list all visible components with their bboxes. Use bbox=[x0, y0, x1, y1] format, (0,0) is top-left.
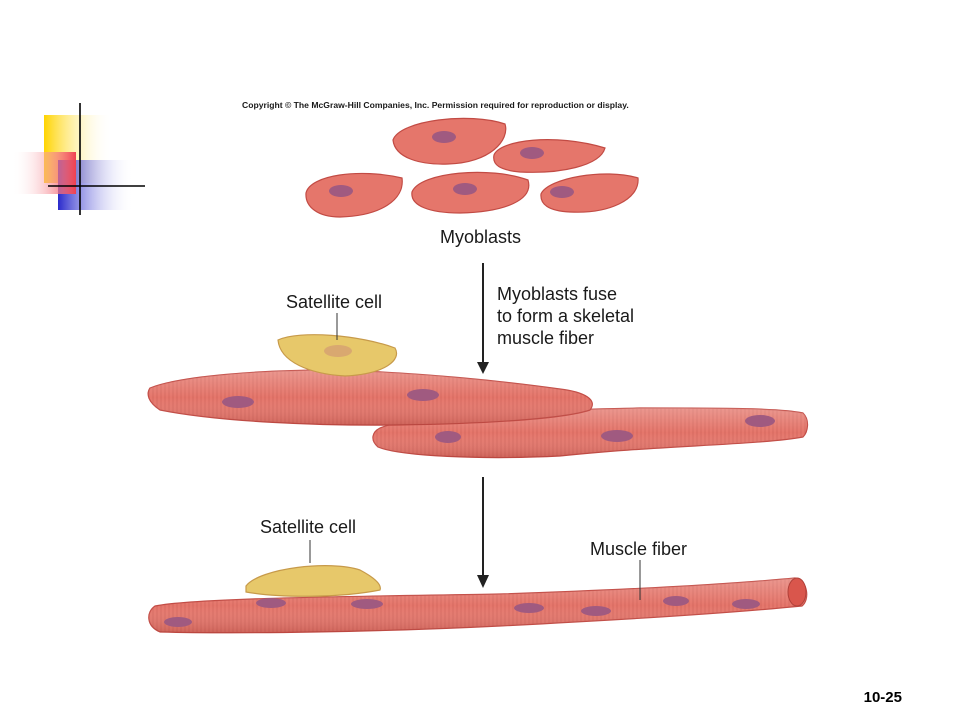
muscle-fiber-label: Muscle fiber bbox=[590, 539, 688, 559]
myoblasts-label: Myoblasts bbox=[440, 227, 522, 247]
copyright-notice: Copyright © The McGraw-Hill Companies, I… bbox=[242, 100, 629, 110]
down-arrow-1 bbox=[477, 263, 489, 374]
nucleus bbox=[601, 430, 633, 442]
nucleus bbox=[164, 617, 192, 627]
nucleus bbox=[520, 147, 544, 159]
satellite-cell-label-top: Satellite cell bbox=[286, 292, 383, 312]
nucleus bbox=[351, 599, 383, 609]
myoblast-group bbox=[305, 117, 639, 218]
fusing-fiber-upper bbox=[147, 369, 593, 426]
myoblast-cell bbox=[411, 171, 530, 214]
nucleus bbox=[663, 596, 689, 606]
nucleus bbox=[407, 389, 439, 401]
nucleus bbox=[550, 186, 574, 198]
fuse-caption-line3: muscle fiber bbox=[497, 328, 595, 348]
myoblast-cell bbox=[305, 172, 403, 218]
nucleus bbox=[432, 131, 456, 143]
down-arrow-2 bbox=[477, 477, 489, 588]
deco-red-square bbox=[12, 152, 76, 194]
nucleus bbox=[329, 185, 353, 197]
nucleus bbox=[732, 599, 760, 609]
myoblast-cell bbox=[493, 139, 606, 173]
page-number: 10-25 bbox=[863, 689, 902, 706]
nucleus bbox=[745, 415, 775, 427]
fuse-caption-line2: to form a skeletal bbox=[497, 306, 635, 326]
nucleus bbox=[435, 431, 461, 443]
nucleus bbox=[453, 183, 477, 195]
nucleus bbox=[222, 396, 254, 408]
satellite-cell-bottom bbox=[245, 565, 381, 597]
nucleus bbox=[581, 606, 611, 616]
nucleus bbox=[256, 598, 286, 608]
nucleus bbox=[324, 345, 352, 357]
myoblast-cell bbox=[392, 117, 507, 165]
satellite-cell-top bbox=[277, 334, 398, 377]
satellite-cell-label-bottom: Satellite cell bbox=[260, 517, 357, 537]
myoblast-cell bbox=[540, 173, 639, 213]
fiber-end bbox=[787, 577, 807, 607]
muscle-fiber bbox=[148, 577, 808, 634]
fuse-caption-line1: Myoblasts fuse bbox=[497, 284, 618, 304]
nucleus bbox=[514, 603, 544, 613]
